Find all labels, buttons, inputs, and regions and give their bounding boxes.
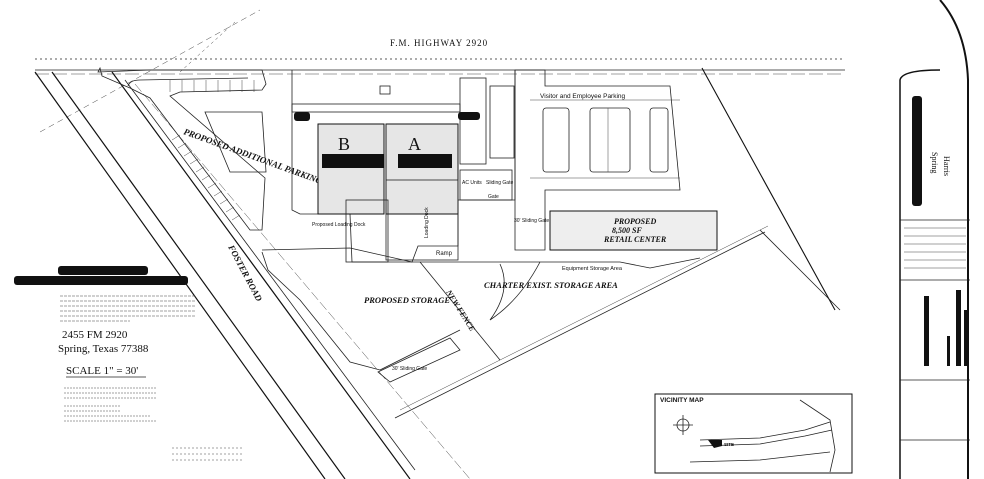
gate-label: Gate xyxy=(488,194,499,200)
additional-parking-area xyxy=(97,66,267,231)
proposed-storage-title: PROPOSED STORAGE xyxy=(364,295,450,305)
parking-stalls xyxy=(169,80,255,221)
retail-center xyxy=(549,210,718,251)
ramp-label: Ramp xyxy=(436,251,453,257)
legend xyxy=(172,447,242,461)
redaction-bar xyxy=(294,112,310,121)
sliding-gate-30-label: 30' Sliding Gate xyxy=(514,218,549,224)
property-line-east xyxy=(394,67,841,419)
redaction-bar xyxy=(458,112,480,120)
sheet-city: Spring xyxy=(930,152,939,173)
visitor-parking-lot xyxy=(514,69,681,251)
visitor-parking-label: Visitor and Employee Parking xyxy=(540,93,626,100)
legal-description-lines xyxy=(60,295,195,322)
site-data-lines xyxy=(64,387,156,422)
building-b xyxy=(317,123,385,215)
building-a-label: A xyxy=(408,134,421,154)
highway-label: F.M. HIGHWAY 2920 xyxy=(390,38,488,48)
highway-edge xyxy=(35,58,845,75)
scale-label: SCALE 1" = 30' xyxy=(66,365,138,377)
charter-storage-label: CHARTER EXIST. STORAGE AREA xyxy=(484,280,618,290)
address-line2: Spring, Texas 77388 xyxy=(58,343,149,355)
vicinity-map xyxy=(654,393,853,474)
sliding-gate-30-south-label: 30' Sliding Gate xyxy=(392,366,427,372)
building-a xyxy=(385,123,459,215)
title-redactions xyxy=(14,266,188,285)
proposed-loading-dock-label: Proposed Loading Dock xyxy=(312,222,366,228)
loading-dock-label: Loading Dock xyxy=(424,207,430,238)
vicinity-site-label: SITE xyxy=(724,442,734,447)
building-b-label: B xyxy=(338,134,350,154)
sheet-border xyxy=(899,0,970,479)
address-line1: 2455 FM 2920 xyxy=(62,329,128,341)
storage-areas xyxy=(261,247,701,383)
new-fence-label: NEW FENCE xyxy=(444,287,477,333)
redaction-bar xyxy=(322,154,384,168)
vicinity-map-title: VICINITY MAP xyxy=(660,397,704,404)
ac-units-label: AC Units xyxy=(462,180,482,186)
equipment-storage-label: Equipment Storage Area xyxy=(562,266,623,272)
foster-road xyxy=(34,71,471,479)
construction-line xyxy=(179,21,236,73)
retail-size: 8,500 SF xyxy=(612,226,642,235)
retail-title: PROPOSED xyxy=(614,217,656,226)
construction-line xyxy=(39,9,261,133)
sliding-gate-label: Sliding Gate xyxy=(486,180,513,186)
sheet-county: Harris xyxy=(942,156,951,176)
retail-name: RETAIL CENTER xyxy=(603,235,667,244)
redaction-bar xyxy=(398,154,452,168)
additional-parking-label: PROPOSED ADDITIONAL PARKING xyxy=(182,126,324,186)
